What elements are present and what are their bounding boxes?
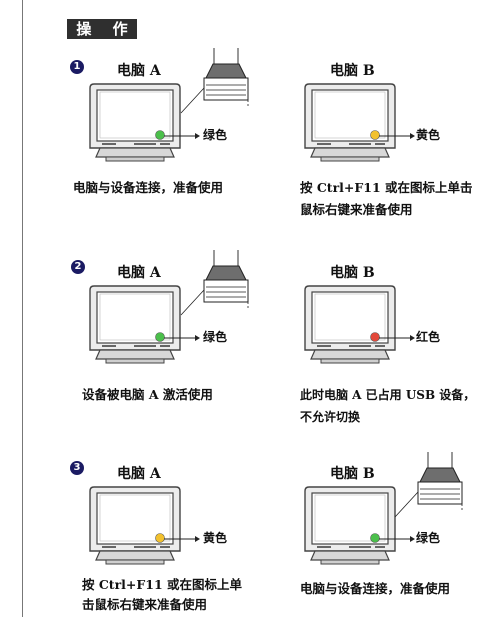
row1-left-computer-label: 电脑 A (117, 63, 161, 79)
row1-left-caption: 电脑与设备连接，准备使用 (73, 177, 223, 199)
row3-right-arrow-icon (379, 536, 415, 542)
row2-left-caption: 设备被电脑 A 激活使用 (82, 384, 213, 406)
row2-right-computer-label: 电脑 B (330, 265, 375, 281)
row2-right-arrow-icon (379, 335, 415, 341)
row1-right-caption: 按 Ctrl+F11 或在图标上单击 鼠标右键来准备使用 (300, 177, 473, 221)
row1-right-led (370, 130, 380, 140)
row1-left-status-label: 绿色 (203, 128, 228, 142)
row3-right-caption: 电脑与设备连接，准备使用 (300, 578, 450, 600)
row3-left-monitor-icon (89, 486, 181, 565)
row1-right-monitor-icon (304, 83, 396, 162)
row3-left-caption: 按 Ctrl+F11 或在图标上单 击鼠标右键来准备使用 (82, 575, 242, 615)
row2-left-arrow-icon (164, 335, 200, 341)
row3-left-caption-line-2: 击鼠标右键来准备使用 (82, 597, 208, 612)
row3-left-arrow-icon (164, 536, 200, 542)
row1-right-status-label: 黄色 (416, 128, 441, 142)
left-margin-rule (22, 0, 23, 617)
row3-left-status-label: 黄色 (203, 531, 228, 545)
row3-right-usb-device-icon (394, 452, 463, 518)
row3-left-caption-line-1: 按 Ctrl+F11 或在图标上单 (82, 577, 243, 592)
row2-right-caption-line-2: 不允许切换 (300, 410, 361, 424)
row2-left-led (155, 332, 165, 342)
row2-left-monitor-icon (89, 285, 181, 364)
row3-right-led-dot (370, 533, 380, 543)
row1-right-computer-label: 电脑 B (330, 63, 375, 79)
step-2-badge: 2 (71, 260, 85, 274)
row1-left-caption-line-1: 电脑与设备连接，准备使用 (73, 180, 224, 195)
row1-left-led-dot (155, 130, 165, 140)
row2-left-usb-device-icon (180, 250, 249, 316)
row2-right-monitor-icon (304, 285, 396, 364)
row2-left-status-label: 绿色 (203, 330, 228, 344)
row1-right-caption-line-1: 按 Ctrl+F11 或在图标上单击 (300, 180, 473, 195)
row2-left-caption-line-1: 设备被电脑 A 激活使用 (82, 387, 213, 402)
row1-left-monitor-icon (89, 83, 181, 162)
row3-right-monitor-icon (304, 486, 396, 565)
row2-left-computer-label: 电脑 A (117, 265, 161, 281)
row1-right-led-dot (370, 130, 380, 140)
row1-right-caption-line-2: 鼠标右键来准备使用 (300, 202, 413, 217)
step-3-badge: 3 (70, 461, 84, 475)
row1-right-arrow-icon (379, 133, 415, 139)
row1-left-arrow-icon (164, 133, 200, 139)
row3-right-caption-line-1: 电脑与设备连接，准备使用 (300, 581, 451, 596)
row3-left-computer-label: 电脑 A (117, 466, 161, 482)
row3-left-led (155, 533, 165, 543)
row2-right-caption: 此时电脑 A 已占用 USB 设备， 不允许切换 (300, 384, 475, 428)
row3-left-led-dot (155, 533, 165, 543)
row3-right-computer-label: 电脑 B (330, 466, 375, 482)
row2-right-led-dot (370, 332, 380, 342)
row1-left-led (155, 130, 165, 140)
row3-right-led (370, 533, 380, 543)
row1-left-usb-device-icon (180, 48, 249, 114)
row2-right-caption-line-1: 此时电脑 A 已占用 USB 设备， (300, 388, 476, 402)
section-header: 操 作 (67, 19, 137, 39)
step-1-badge: 1 (70, 60, 84, 74)
row2-right-led (370, 332, 380, 342)
row2-left-led-dot (155, 332, 165, 342)
row2-right-status-label: 红色 (416, 330, 441, 344)
row3-right-status-label: 绿色 (416, 531, 441, 545)
